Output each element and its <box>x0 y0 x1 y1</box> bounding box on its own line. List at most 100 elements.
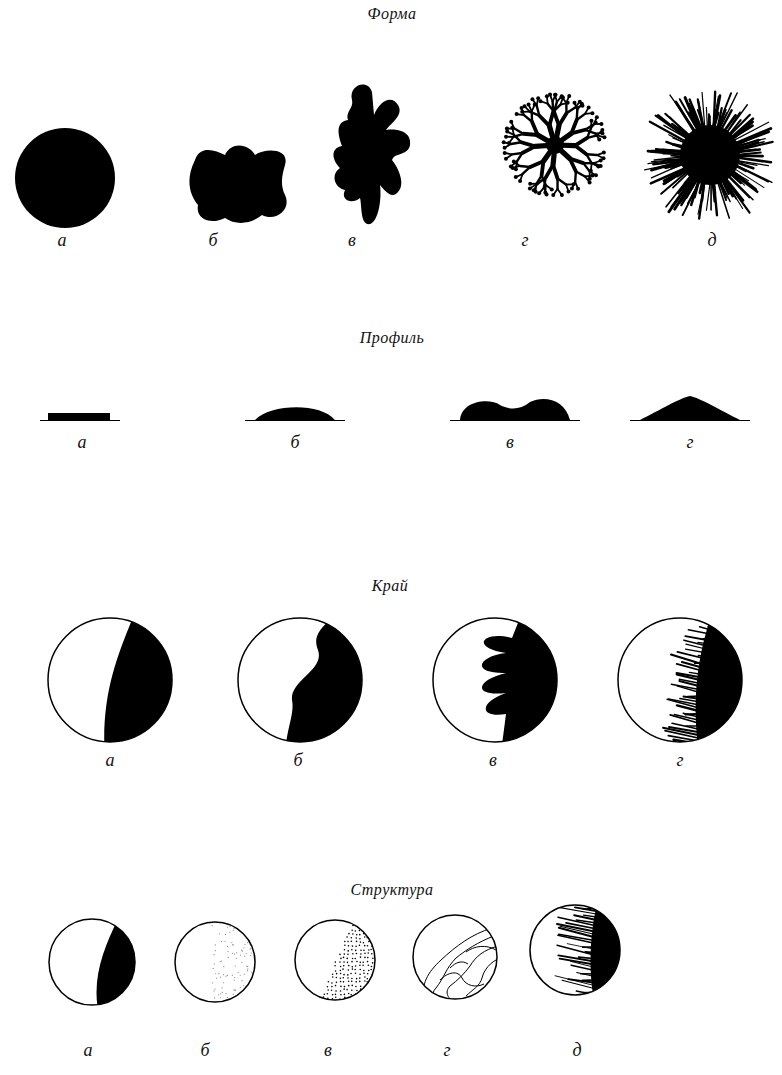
fine-grain <box>240 987 241 988</box>
rhizoid-tip <box>530 97 534 101</box>
fine-grain <box>232 944 233 945</box>
fine-grain <box>220 976 221 977</box>
coarse-grain <box>351 961 353 963</box>
coarse-grain <box>356 934 358 936</box>
rhizoid-tip <box>590 111 594 115</box>
coarse-grain <box>343 974 345 976</box>
rhizoid-tip <box>543 191 547 195</box>
coarse-grain <box>348 981 350 983</box>
coarse-grain <box>343 1001 345 1003</box>
fine-grain <box>235 965 236 966</box>
profile-views <box>40 396 750 421</box>
variant-letter: б <box>200 1041 209 1059</box>
coarse-grain <box>371 986 373 988</box>
coarse-grain <box>367 952 369 954</box>
rhizoid-tip <box>550 188 554 192</box>
fine-grain <box>250 987 251 988</box>
coarse-grain <box>348 965 350 967</box>
variant-letter: в <box>506 433 514 451</box>
filament <box>720 172 743 200</box>
coarse-grain <box>352 968 354 970</box>
coarse-grain <box>375 941 377 943</box>
coarse-grain <box>370 969 372 971</box>
fine-grain <box>244 956 245 957</box>
coarse-grain <box>371 953 373 955</box>
coarse-grain <box>328 981 330 983</box>
fine-grain <box>254 995 255 996</box>
structure-filament <box>571 965 597 971</box>
fine-grain <box>243 927 244 928</box>
fine-grain <box>232 975 233 976</box>
rhizoid-tip <box>515 112 519 116</box>
rhizoid-tip <box>502 140 506 144</box>
rhizoid-branch <box>556 179 558 189</box>
structure-filament <box>577 972 597 977</box>
coarse-grain <box>359 973 361 975</box>
fine-grain <box>241 962 242 963</box>
rhizoid-tip <box>602 135 606 139</box>
structure-filament <box>574 915 596 920</box>
coarse-grain <box>348 985 350 987</box>
coarse-grain <box>352 958 354 960</box>
rhizoid-tip <box>553 93 557 97</box>
coarse-grain <box>343 957 345 959</box>
edge-filament <box>677 686 701 693</box>
coarse-grain <box>368 934 370 936</box>
edge-filament <box>677 664 707 672</box>
rhizoid-branch <box>555 133 571 145</box>
rhizoid-tip <box>602 151 606 155</box>
coarse-grain <box>343 965 345 967</box>
coarse-grain <box>367 945 369 947</box>
coarse-grain <box>348 933 350 935</box>
coarse-grain <box>351 978 353 980</box>
rhizoid-branch <box>566 108 575 114</box>
rhizoid-tip <box>560 193 564 197</box>
coarse-grain <box>375 933 377 935</box>
rhizoid-branch <box>585 124 594 130</box>
edge-filament <box>685 649 712 654</box>
coarse-grain <box>340 994 342 996</box>
filament <box>690 100 705 136</box>
filament <box>650 122 693 146</box>
coarse-grain <box>344 949 346 951</box>
fine-grain <box>253 939 254 940</box>
rhizoid-branch <box>575 146 586 155</box>
fine-grain <box>249 948 250 949</box>
coarse-grain <box>355 986 357 988</box>
coarse-grain <box>358 917 360 919</box>
rhizoid-tip <box>504 157 508 161</box>
rhizoid-tip <box>599 122 603 126</box>
coarse-grain <box>367 925 369 927</box>
coarse-grain <box>347 977 349 979</box>
variant-letter: а <box>58 231 67 249</box>
rhizoid-tip <box>522 104 526 108</box>
edge-filament <box>688 630 720 636</box>
edge-filament <box>707 615 728 621</box>
coarse-grain <box>335 970 337 972</box>
coarse-grain <box>335 996 337 998</box>
section-title: Профиль <box>360 330 425 346</box>
rhizoid-branch <box>554 102 557 112</box>
fine-grain <box>213 954 214 955</box>
rhizoid-tip <box>600 131 604 135</box>
rhizoid-branch <box>521 142 535 146</box>
coarse-grain <box>356 990 358 992</box>
rhizoid-tip <box>534 190 538 194</box>
coarse-grain <box>347 974 349 976</box>
coarse-grain <box>344 941 346 943</box>
coarse-grain <box>375 953 377 955</box>
fine-grain <box>233 930 234 931</box>
coarse-grain <box>355 998 357 1000</box>
coarse-grain <box>356 978 358 980</box>
coarse-grain <box>371 982 373 984</box>
rhizoid-tip <box>599 164 603 168</box>
coarse-grain <box>367 921 369 923</box>
coarse-grain <box>346 958 348 960</box>
variant-letter: б <box>290 433 299 451</box>
edge-filament <box>670 715 698 723</box>
coarse-grain <box>327 1001 329 1003</box>
coarse-grain <box>371 998 373 1000</box>
fine-grain <box>227 997 228 998</box>
rhizoid-tip <box>570 187 574 191</box>
coarse-grain <box>327 986 329 988</box>
